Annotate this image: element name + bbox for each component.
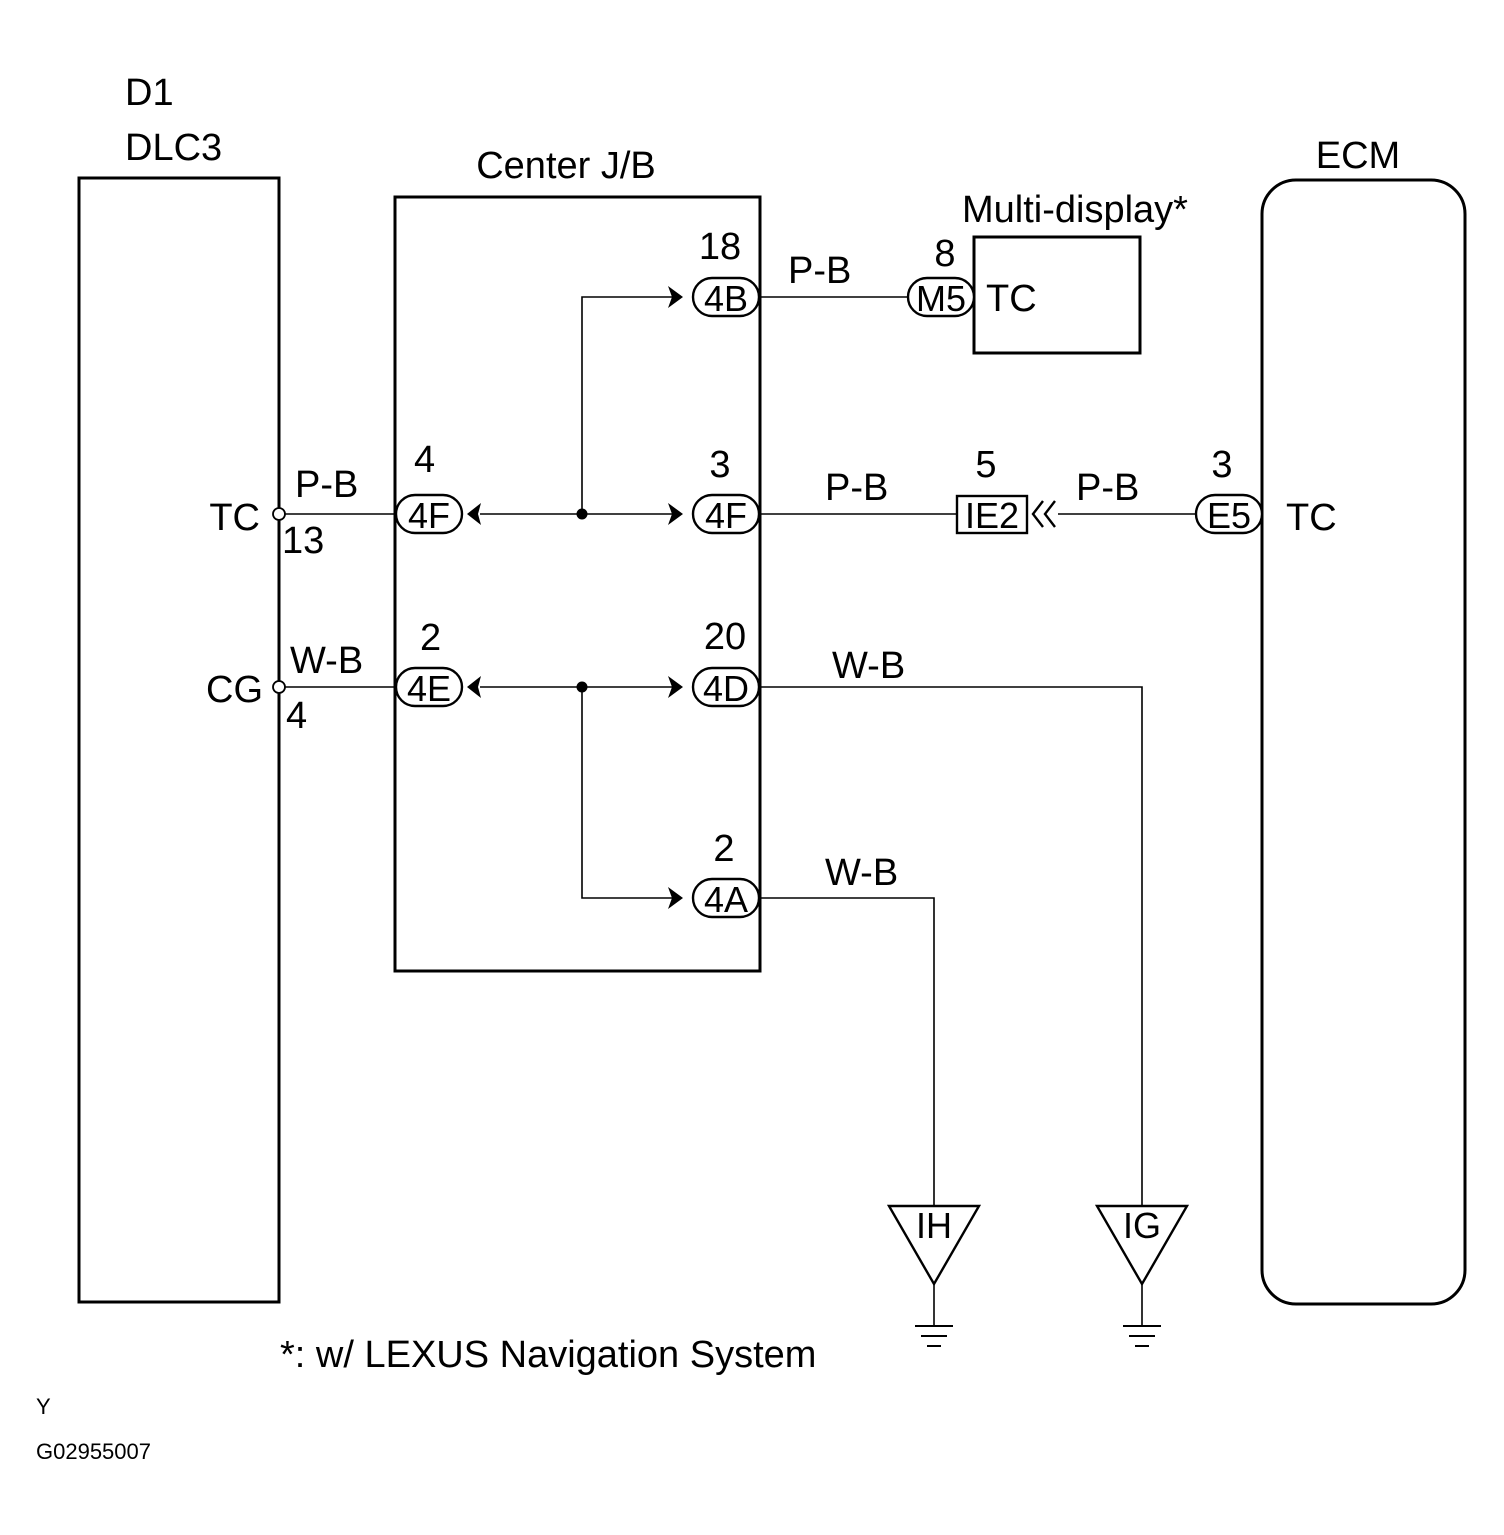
wire-jb-to-4a: [581, 687, 672, 899]
connector-4e: 2 4E: [394, 617, 481, 709]
ecm-pin-name: TC: [1286, 497, 1337, 539]
connector-code: M5: [916, 278, 966, 319]
connector-code: 4F: [705, 495, 747, 536]
center-jb-name: Center J/B: [476, 145, 656, 187]
connector-4d: 20 4D: [668, 616, 761, 709]
dlc3-box: [77, 176, 281, 1304]
multi-display-name: Multi-display*: [962, 189, 1188, 231]
wire-label-dlc-cg: W-B: [290, 640, 363, 682]
dlc3-tc-pin-num: 13: [282, 520, 324, 562]
wire-to-ig: [759, 686, 1143, 1206]
connector-4b: 18 4B: [668, 226, 761, 319]
connector-ie2: 5 IE2: [955, 444, 1056, 536]
dlc3-component: D1 DLC3 TC 13 CG 4: [77, 72, 324, 1304]
connector-m5: 8 M5: [906, 233, 976, 319]
connector-code: E5: [1207, 495, 1251, 536]
female-terminal-icon: [1043, 500, 1056, 528]
connector-4a: 2 4A: [668, 828, 761, 920]
connector-code: IE2: [965, 495, 1019, 536]
wire-to-ih: [759, 897, 935, 1206]
female-terminal-icon: [467, 503, 481, 525]
female-terminal-icon: [467, 676, 481, 698]
ground-icon: [1123, 1325, 1161, 1347]
male-terminal-icon: [668, 286, 683, 308]
junction-dot-cg: [576, 681, 588, 693]
dlc3-cg-terminal: [272, 680, 286, 694]
connector-code: 4E: [407, 668, 451, 709]
male-terminal-icon: [668, 887, 683, 909]
ecm-component: ECM TC: [1260, 135, 1467, 1306]
ground-point-marker: [886, 1204, 982, 1287]
connector-pin-number: 3: [1211, 444, 1232, 486]
connector-code: 4A: [704, 879, 748, 920]
connector-code: 4F: [408, 495, 450, 536]
junction-dot-tc: [576, 508, 588, 520]
footnote: *: w/ LEXUS Navigation System: [280, 1334, 816, 1376]
connector-e5: 3 E5: [1194, 444, 1264, 536]
ground-icon: [915, 1325, 953, 1347]
male-terminal-icon: [668, 676, 683, 698]
figure-id: G02955007: [36, 1439, 151, 1464]
connector-pin-number: 18: [699, 226, 741, 268]
wire-label-to-multi: P-B: [788, 250, 851, 292]
connector-pin-number: 20: [704, 616, 746, 658]
ecm-box: [1260, 178, 1467, 1306]
female-terminal-icon: [1031, 500, 1044, 528]
center-jb-box: [393, 195, 762, 973]
code-y: Y: [36, 1394, 51, 1419]
connector-4f-right: 3 4F: [668, 444, 761, 536]
connector-pin-number: 4: [414, 439, 435, 481]
wire-label-ie2-to-ecm: P-B: [1076, 467, 1139, 509]
ecm-name: ECM: [1316, 135, 1400, 177]
ground-point-ih: IH: [886, 1204, 982, 1347]
center-jb-component: Center J/B: [393, 145, 762, 973]
wire-jb-to-4b: [581, 296, 672, 514]
connector-pin-number: 5: [975, 444, 996, 486]
wires: [284, 296, 1196, 1326]
multi-display-component: Multi-display* TC: [962, 189, 1188, 355]
dlc3-id: D1: [125, 72, 174, 114]
ground-point-label: IH: [916, 1205, 952, 1246]
multi-display-pin-name: TC: [986, 278, 1037, 320]
connector-pin-number: 2: [713, 828, 734, 870]
dlc3-cg-pin-num: 4: [286, 695, 307, 737]
wire-label-to-ig: W-B: [832, 645, 905, 687]
ground-point-ig: IG: [1094, 1204, 1190, 1347]
connector-code: 4B: [704, 278, 748, 319]
dlc3-cg-pin-name: CG: [206, 669, 263, 711]
connector-pin-number: 8: [934, 233, 955, 275]
male-terminal-icon: [668, 503, 683, 525]
wire-label-to-ih: W-B: [825, 852, 898, 894]
dlc3-tc-terminal: [272, 507, 286, 521]
connector-4f-left: 4 4F: [394, 439, 481, 536]
connector-pin-number: 3: [709, 444, 730, 486]
ground-point-marker: [1094, 1204, 1190, 1287]
dlc3-name: DLC3: [125, 127, 222, 169]
wire-label-dlc-tc: P-B: [295, 464, 358, 506]
connector-code: 4D: [703, 668, 749, 709]
wire-label-jb-to-ie2: P-B: [825, 467, 888, 509]
connector-pin-number: 2: [420, 617, 441, 659]
dlc3-tc-pin-name: TC: [209, 497, 260, 539]
ground-point-label: IG: [1123, 1205, 1161, 1246]
